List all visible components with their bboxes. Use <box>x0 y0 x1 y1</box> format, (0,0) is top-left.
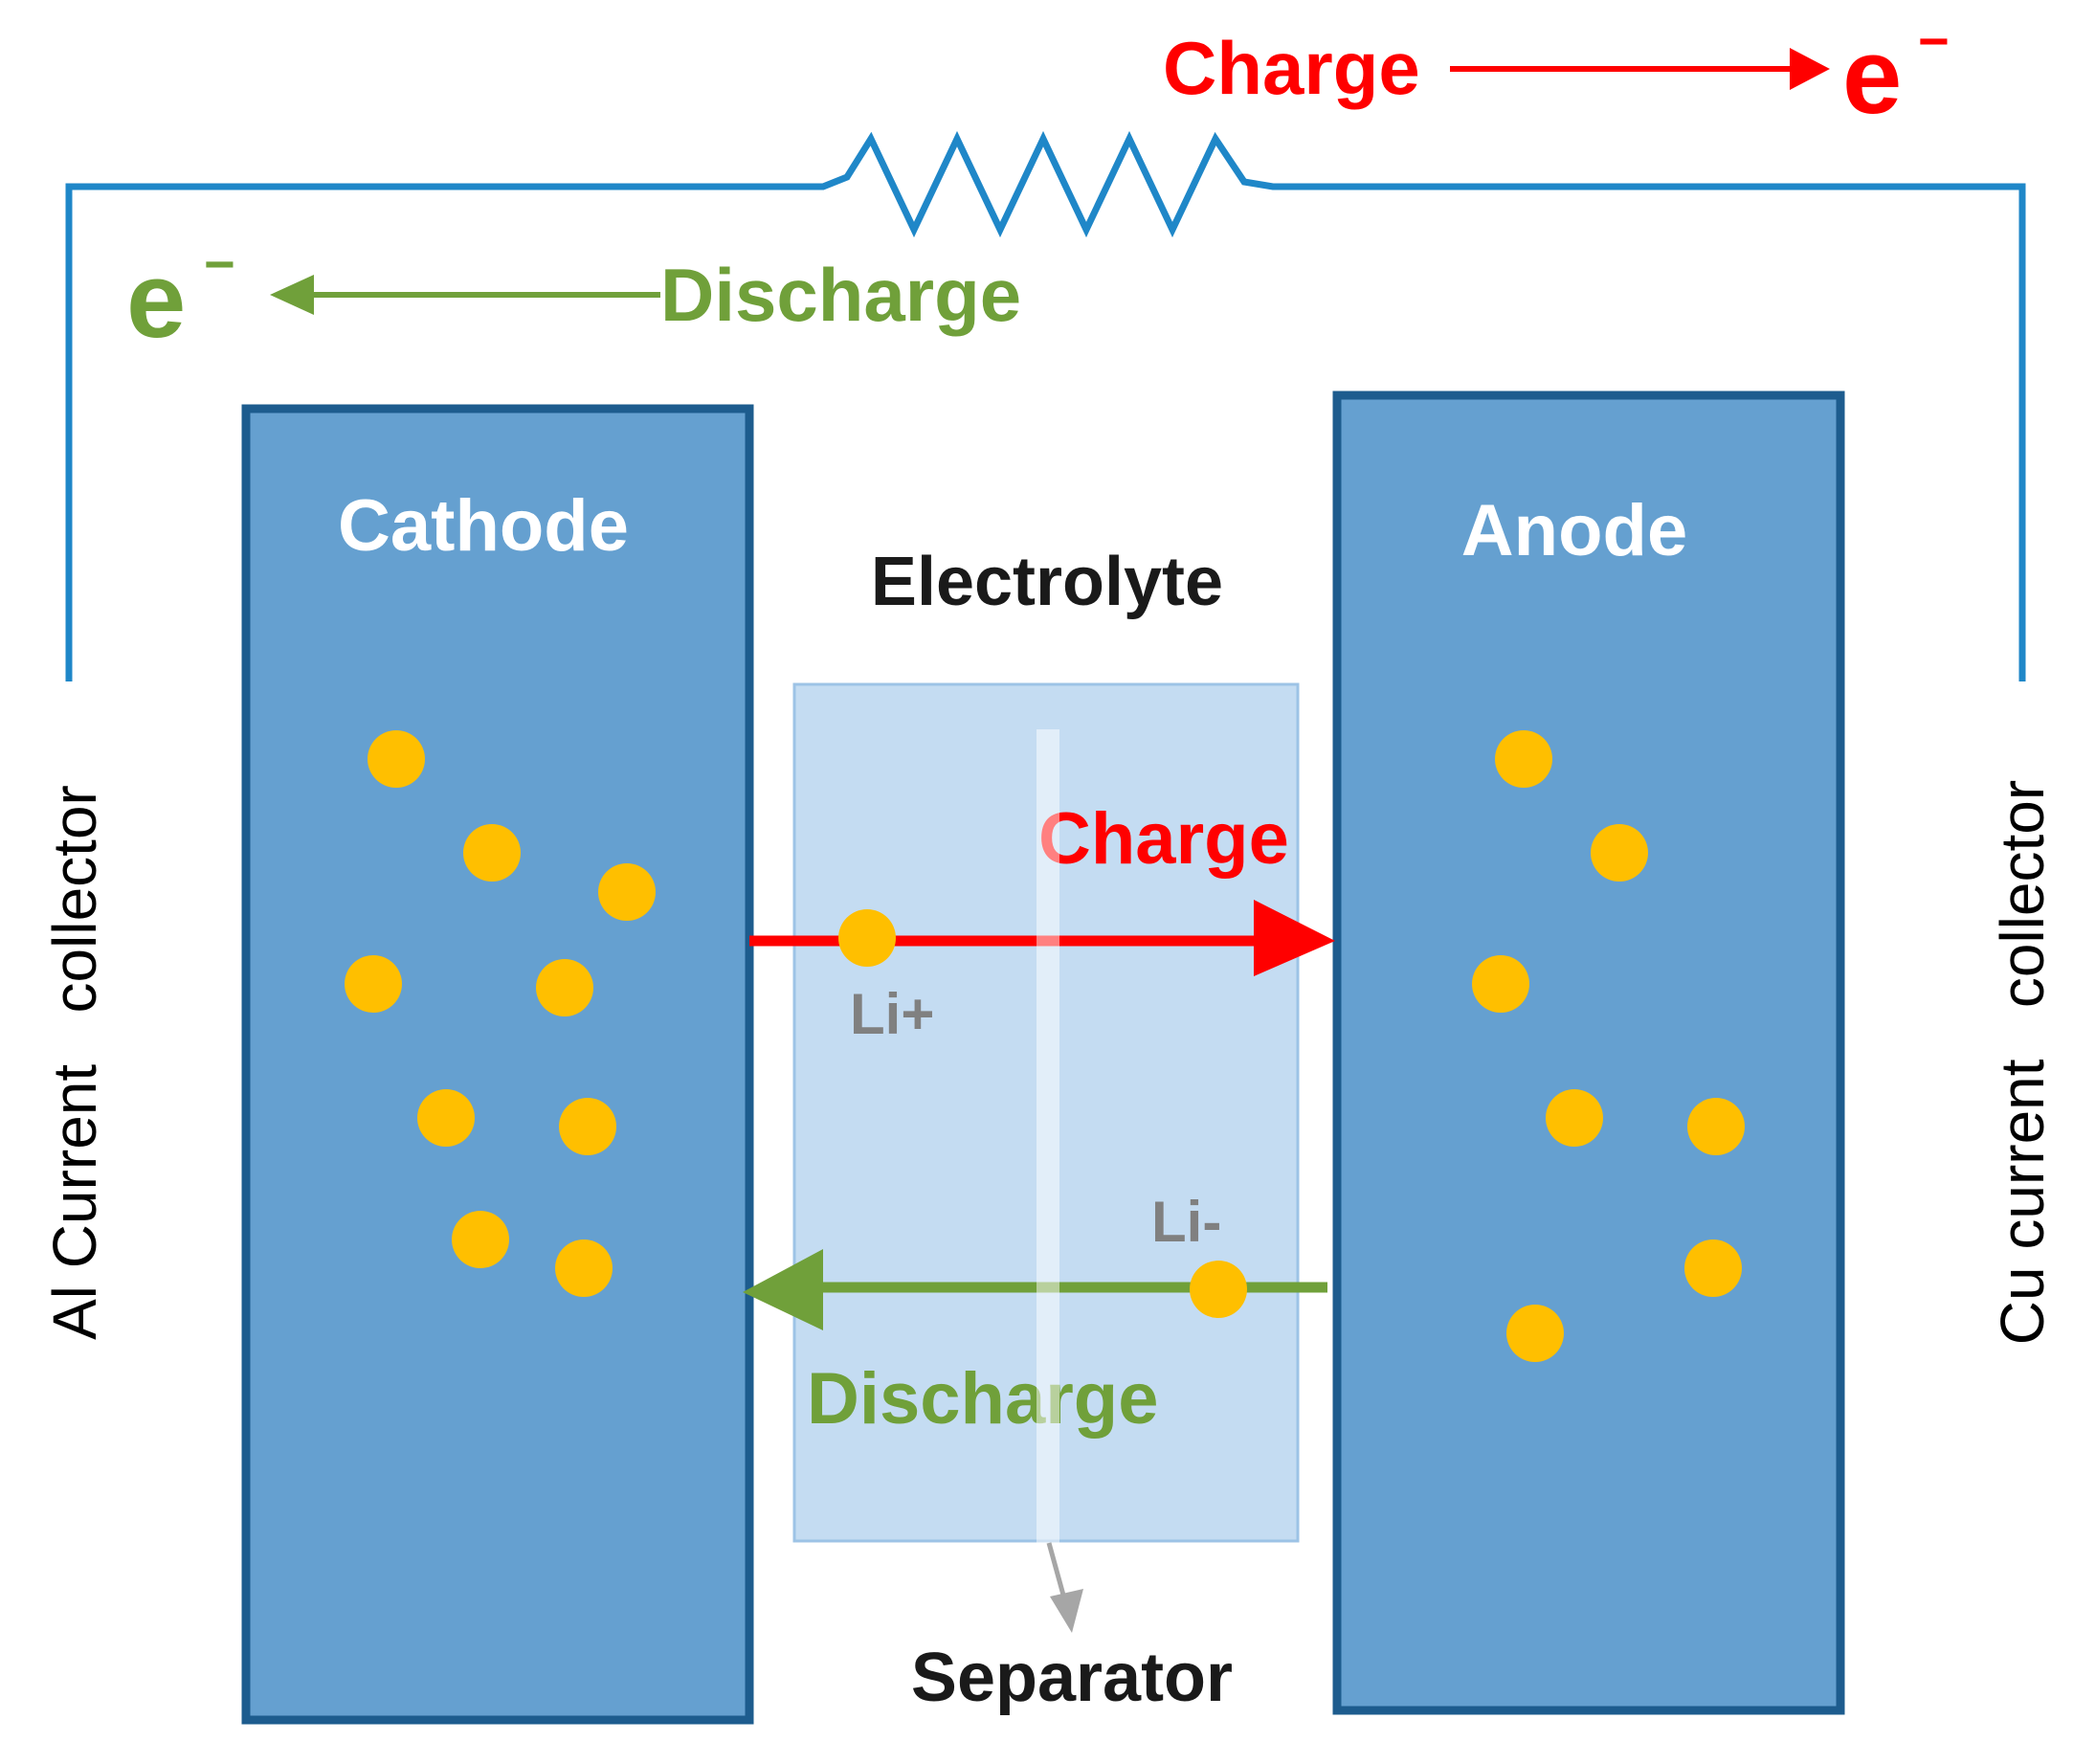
lithium-ion <box>598 863 656 921</box>
lithium-ion <box>555 1239 613 1297</box>
lithium-ion <box>368 730 425 788</box>
lithium-ion <box>1687 1098 1745 1155</box>
separator-pointer <box>1046 1542 1083 1633</box>
internal-charge-label: Charge <box>1038 798 1289 880</box>
external-charge-arrowhead <box>1790 48 1830 90</box>
lithium-ion <box>1506 1305 1564 1362</box>
internal-charge-flow: Li+ Charge <box>749 798 1335 1046</box>
cu-current-collector-label: Cu current collector <box>1988 780 2057 1345</box>
lithium-ion <box>417 1089 475 1147</box>
charge-ion-label: Li+ <box>850 982 934 1046</box>
al-current-collector-label: Al Current collector <box>40 785 109 1340</box>
internal-discharge-flow: Li- Discharge <box>743 1190 1327 1440</box>
lithium-ion <box>559 1098 616 1155</box>
electron-charge-right: − <box>1918 11 1950 71</box>
internal-charge-arrowhead <box>1254 900 1335 976</box>
lithium-ion <box>1591 824 1648 882</box>
anode-label: Anode <box>1461 490 1687 571</box>
electron-symbol-left: e <box>126 240 186 360</box>
lithium-ion <box>463 824 521 882</box>
electrolyte-label: Electrolyte <box>871 544 1223 620</box>
anode-ions <box>1472 730 1745 1362</box>
external-discharge-arrowhead <box>270 275 314 315</box>
charge-lithium-ion <box>838 909 896 967</box>
cathode-ions <box>345 730 656 1297</box>
lithium-ion <box>536 959 593 1016</box>
discharge-ion-label: Li- <box>1151 1190 1221 1254</box>
lithium-ion <box>1684 1239 1742 1297</box>
separator-pointer-head <box>1050 1589 1083 1633</box>
separator-label: Separator <box>911 1640 1233 1716</box>
cathode-label: Cathode <box>338 485 629 567</box>
cathode <box>241 404 754 1725</box>
external-discharge-label: Discharge <box>660 253 1021 337</box>
external-charge-flow: Charge e − <box>1163 11 1950 136</box>
lithium-ion <box>345 955 402 1013</box>
internal-discharge-label: Discharge <box>807 1358 1159 1440</box>
discharge-lithium-ion <box>1190 1261 1247 1318</box>
lithium-ion <box>1495 730 1552 788</box>
electron-symbol-right: e <box>1842 16 1902 136</box>
lithium-ion <box>1546 1089 1603 1147</box>
external-circuit-wire <box>65 130 2026 681</box>
anode <box>1332 391 1845 1715</box>
internal-discharge-arrowhead <box>743 1249 823 1330</box>
lithium-ion <box>452 1211 509 1268</box>
lithium-ion <box>1472 955 1529 1013</box>
electron-charge-left: − <box>204 234 235 294</box>
separator <box>1036 729 1059 1543</box>
external-charge-label: Charge <box>1163 26 1420 110</box>
external-discharge-flow: e − Discharge <box>126 234 1021 360</box>
